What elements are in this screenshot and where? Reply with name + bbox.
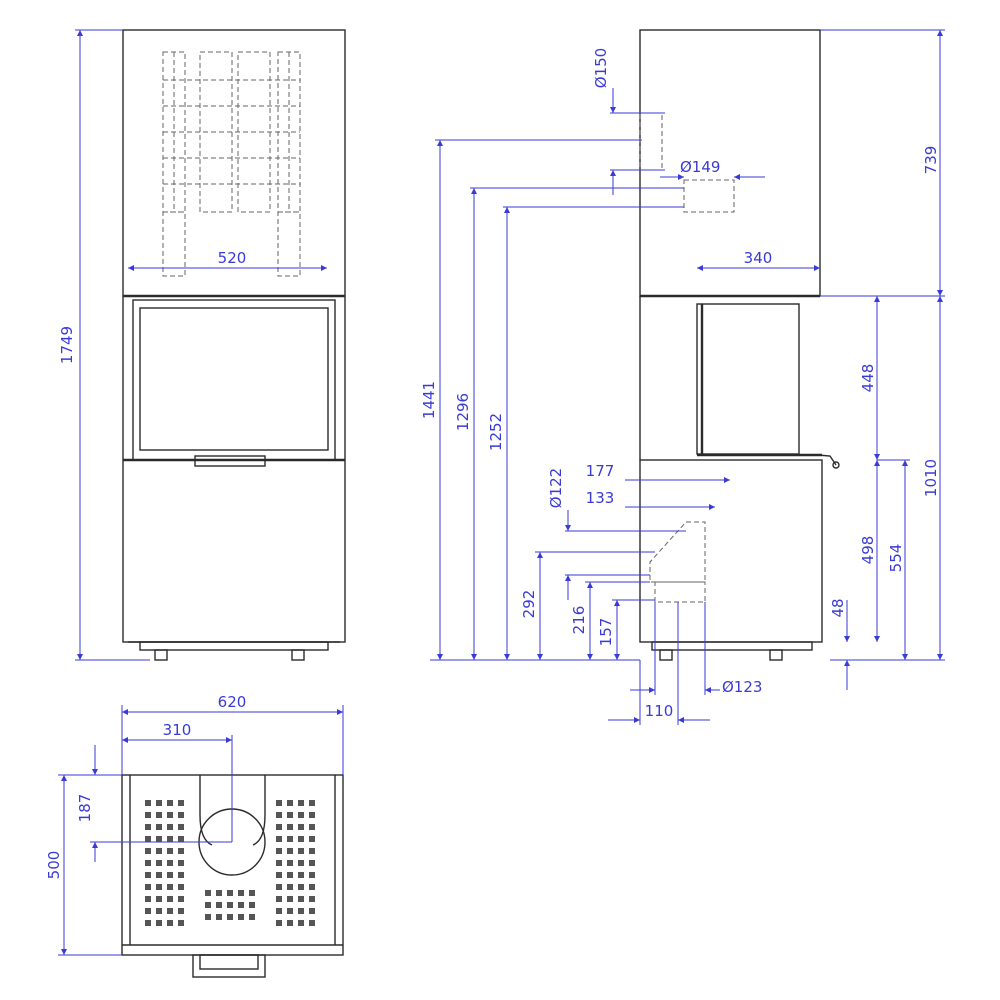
- side-foot-right: [769, 649, 783, 661]
- d-177-dim-label: 177: [586, 462, 615, 480]
- rear-flue-dim-label: Ø149: [680, 158, 720, 176]
- top-depth-dim-label: 500: [45, 851, 63, 880]
- top-vent-grid-center: [205, 890, 255, 920]
- h-554-dim-label: 554: [887, 544, 905, 573]
- side-rear-flue-hidden: [683, 179, 735, 213]
- side-lower-body: [639, 459, 823, 643]
- side-door-glass: [696, 303, 800, 455]
- h-1441-dim-label: 1441: [420, 381, 438, 419]
- top-vent-grid-right: [276, 800, 315, 926]
- outlet-dim-label: Ø123: [722, 678, 762, 696]
- top-vent-grid-left: [145, 800, 184, 926]
- front-foot-left: [154, 649, 168, 661]
- front-body-outline: [122, 29, 346, 643]
- front-glass-window: [139, 307, 329, 451]
- d-110-dim-label: 110: [645, 702, 674, 720]
- side-air-inlet-hidden: [649, 521, 706, 583]
- side-view: 739 1010 448 498 554 48 340 Ø150 Ø149 14…: [420, 29, 945, 725]
- side-foot-left: [659, 649, 673, 661]
- hearth-height-dim-label: 1010: [922, 459, 940, 497]
- glass-height-dim-label: 448: [859, 364, 877, 393]
- top-flue-dim-label: Ø150: [592, 48, 610, 88]
- top-flue-offset-dim-label: 187: [76, 794, 94, 823]
- h-292-dim-label: 292: [520, 590, 538, 619]
- side-handle-knob: [832, 461, 840, 469]
- h-157-dim-label: 157: [597, 618, 615, 647]
- air-inlet-dim-label: Ø122: [547, 468, 565, 508]
- h-1296-dim-label: 1296: [454, 393, 472, 431]
- front-foot-right: [291, 649, 305, 661]
- d-133-dim-label: 133: [586, 489, 615, 507]
- flue-spacing-dim-label: 520: [218, 249, 247, 267]
- front-convection-grille: [162, 51, 301, 277]
- top-handle: [192, 954, 266, 978]
- front-door-frame: [132, 299, 336, 461]
- front-door-handle: [194, 455, 266, 467]
- front-height-dim-label: 1749: [58, 326, 76, 364]
- h-1252-dim-label: 1252: [487, 413, 505, 451]
- front-plinth: [139, 641, 329, 651]
- top-section-dim-label: 739: [922, 146, 940, 175]
- side-top-flue-hidden: [639, 112, 663, 171]
- side-outlet-hidden: [654, 581, 706, 603]
- top-half-width-dim-label: 310: [163, 721, 192, 739]
- side-plinth: [651, 641, 813, 651]
- depth-top-dim-label: 340: [744, 249, 773, 267]
- top-view: 620 310 187 500: [45, 693, 344, 978]
- side-upper-body: [639, 29, 821, 297]
- h-498-dim-label: 498: [859, 536, 877, 565]
- front-view: 1749 520: [58, 29, 346, 661]
- top-flue-housing: [199, 775, 266, 846]
- top-width-dim-label: 620: [218, 693, 247, 711]
- h-216-dim-label: 216: [570, 606, 588, 635]
- feet-dim-label: 48: [829, 598, 847, 617]
